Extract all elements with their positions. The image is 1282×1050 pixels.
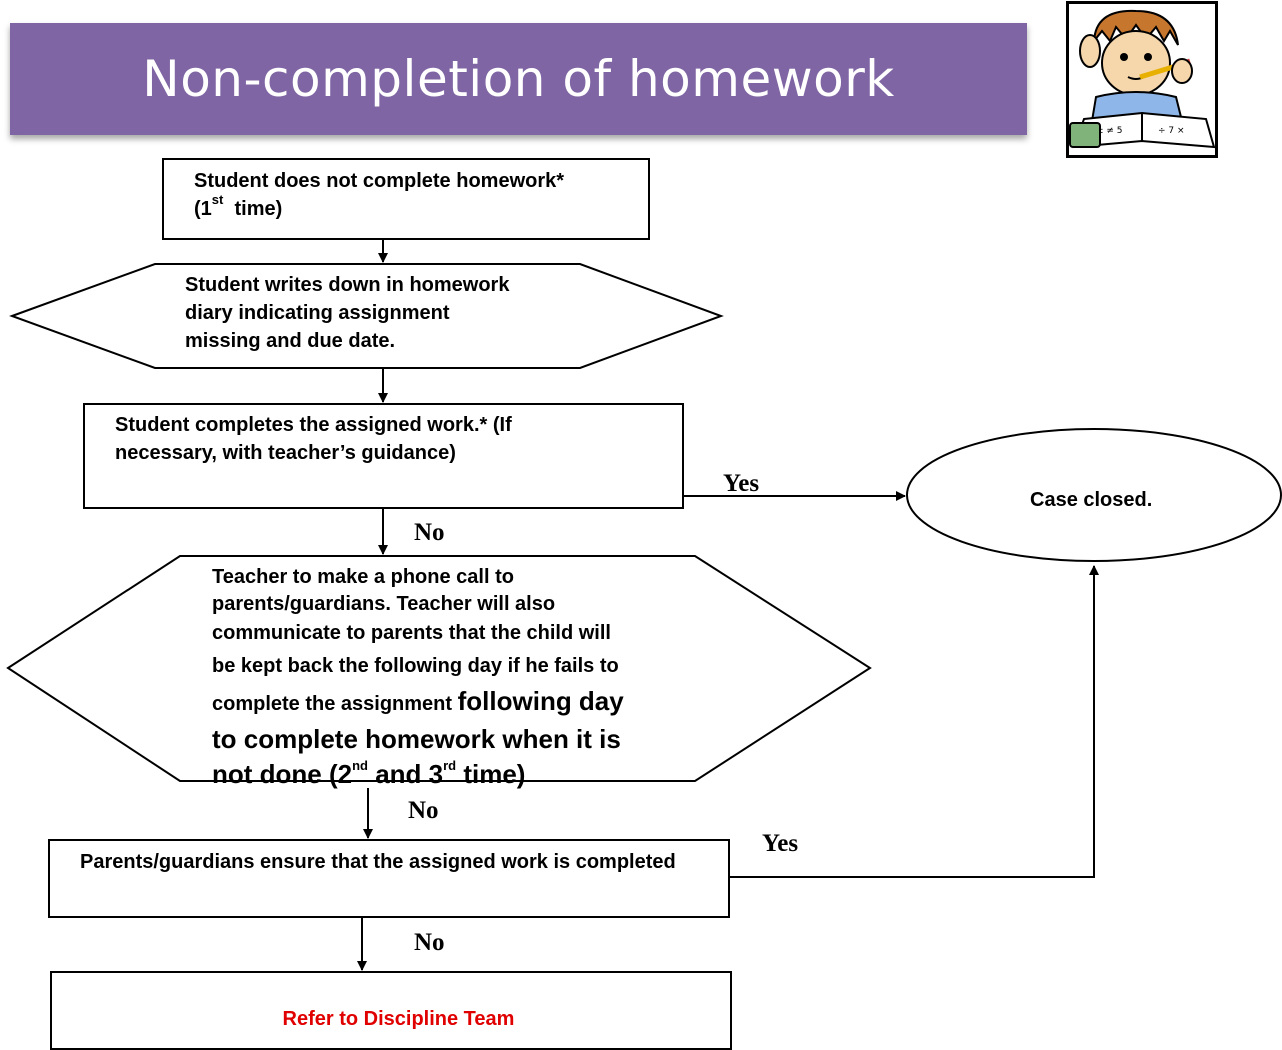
phone-line-6: to complete homework when it is — [212, 724, 621, 754]
phone-call-hexagon — [6, 555, 872, 782]
edge-label-no-3: No — [414, 929, 445, 956]
case-closed-text: Case closed. — [1030, 489, 1153, 511]
refer-node-text: Refer to Discipline Team — [282, 1008, 515, 1030]
edge-label-yes-1: Yes — [723, 470, 760, 497]
complete-line-1: Student completes the assigned work.* (I… — [115, 414, 512, 436]
svg-text:± ≠ 5: ± ≠ 5 — [1096, 126, 1123, 136]
arrow-parents-yes — [729, 565, 1099, 878]
refer-box — [50, 971, 732, 1050]
start-line-1: Student does not complete homework* — [194, 170, 565, 192]
complete-node-text: Student completes the assigned work.* (I… — [115, 411, 675, 467]
phone-line-1: Teacher to make a phone call to — [212, 566, 514, 588]
diary-node-text: Student writes down in homework diary in… — [185, 271, 605, 355]
diary-line-1: Student writes down in homework — [185, 274, 510, 296]
diary-hexagon — [9, 263, 724, 369]
diary-line-2: diary indicating assignment — [185, 302, 450, 324]
page-title: Non-completion of homework — [142, 50, 895, 108]
parents-box — [48, 839, 730, 918]
phone-line-3: communicate to parents that the child wi… — [212, 622, 611, 644]
phone-line-7: not done (2nd and 3rd time) — [212, 758, 526, 789]
phone-line-4: be kept back the following day if he fai… — [212, 655, 619, 677]
title-banner: Non-completion of homework — [10, 23, 1027, 135]
student-doing-homework-icon: ± ≠ 5 ÷ 7 × — [1066, 1, 1218, 158]
edge-label-no-1: No — [414, 519, 445, 546]
start-box — [162, 158, 650, 240]
phone-node-text: Teacher to make a phone call to parents/… — [212, 564, 712, 792]
edge-label-no-2: No — [408, 797, 439, 824]
edge-label-yes-2: Yes — [762, 830, 799, 857]
phone-line-2: parents/guardians. Teacher will also — [212, 593, 556, 615]
phone-line-5: complete the assignment following day — [212, 686, 624, 716]
start-line-2: (1st time) — [194, 192, 283, 220]
parents-node-text: Parents/guardians ensure that the assign… — [80, 851, 676, 873]
diary-line-3: missing and due date. — [185, 330, 396, 352]
complete-line-2: necessary, with teacher’s guidance) — [115, 442, 456, 464]
case-closed-ellipse — [906, 428, 1282, 562]
start-node-text: Student does not complete homework* (1st… — [194, 167, 644, 223]
complete-box — [83, 403, 684, 509]
svg-text:÷ 7 ×: ÷ 7 × — [1158, 126, 1185, 136]
